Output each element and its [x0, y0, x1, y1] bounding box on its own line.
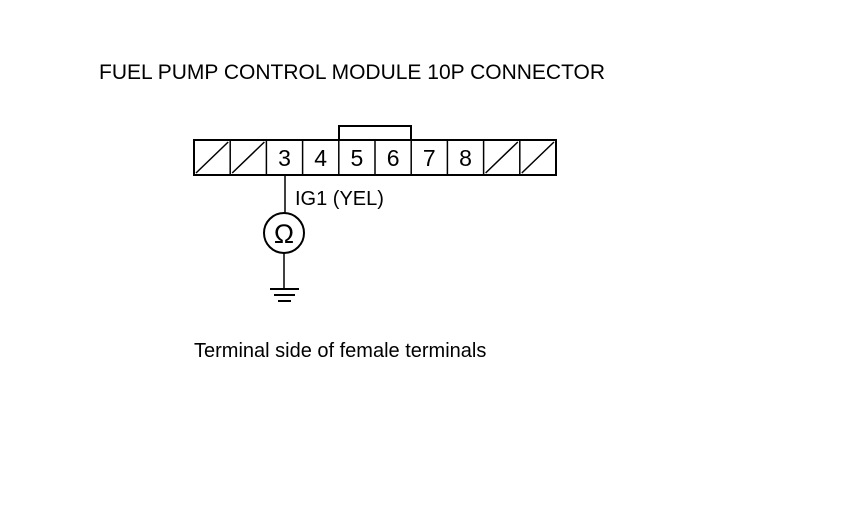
terminal-number-4: 4 — [314, 145, 327, 171]
blank-terminal-slash — [195, 141, 229, 174]
blank-terminal-slash — [231, 141, 265, 174]
ohmmeter-symbol: Ω — [263, 212, 305, 254]
ground-icon — [270, 288, 299, 302]
ohm-icon: Ω — [274, 219, 294, 249]
terminal-number-5: 5 — [351, 145, 364, 171]
connector-lock-tab — [338, 125, 412, 141]
wire-label: IG1 (YEL) — [295, 188, 384, 210]
terminal-number-3: 3 — [278, 145, 291, 171]
blank-terminal-slash — [521, 141, 555, 174]
terminal-number-6: 6 — [387, 145, 400, 171]
terminal-number-8: 8 — [459, 145, 472, 171]
diagram-caption: Terminal side of female terminals — [194, 340, 486, 362]
blank-terminal-slash — [485, 141, 519, 174]
terminal-number-7: 7 — [423, 145, 436, 171]
diagram-title: FUEL PUMP CONTROL MODULE 10P CONNECTOR — [99, 61, 605, 84]
